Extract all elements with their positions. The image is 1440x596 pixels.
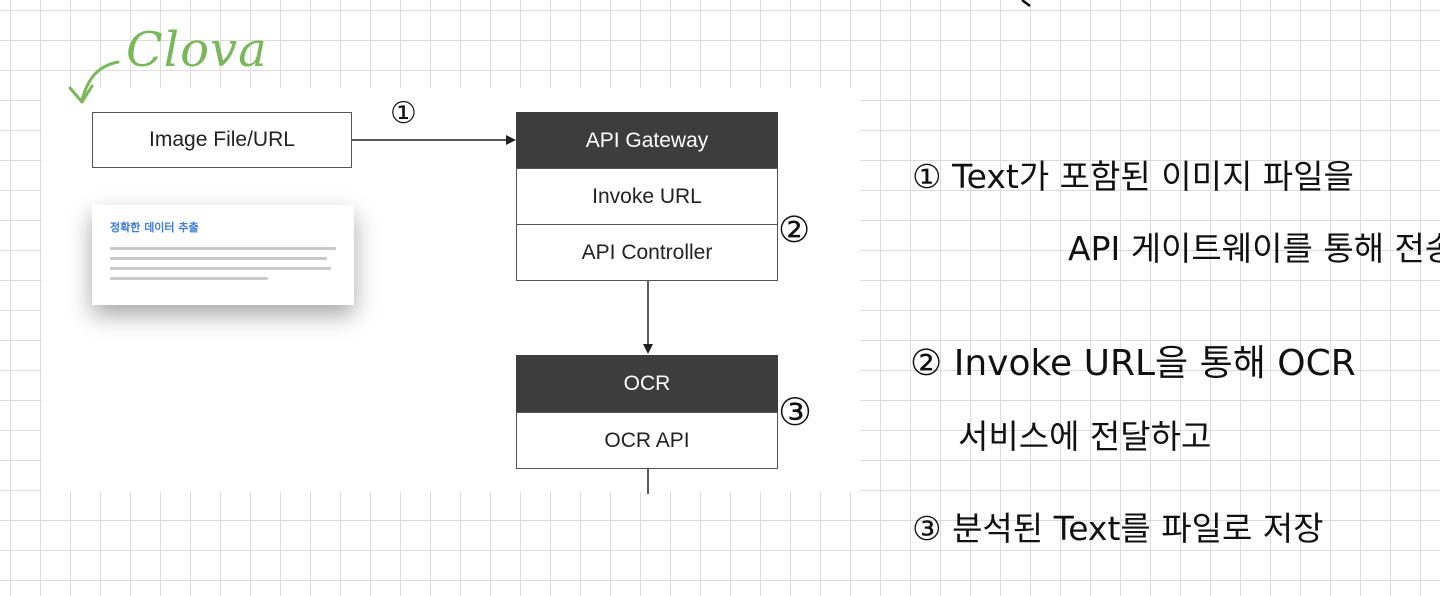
- api-controller-label: API Controller: [581, 240, 713, 264]
- api-controller-box: API Controller: [516, 224, 778, 281]
- note-line-1: ① Text가 포함된 이미지 파일을: [912, 157, 1354, 196]
- note-line-4: 서비스에 전달하고: [958, 417, 1212, 456]
- ocr-info-card: 정확한 데이터 추출: [92, 205, 354, 305]
- image-file-label: Image File/URL: [149, 128, 295, 151]
- api-gateway-box: API Gateway: [516, 112, 778, 169]
- clova-arrow-head: [68, 84, 94, 104]
- step2-marker: ②: [778, 210, 811, 251]
- note-line-2: API 게이트웨이를 통해 전송.: [1068, 229, 1440, 268]
- card-text-line: [110, 267, 332, 270]
- card-text-line: [110, 277, 269, 280]
- ocr-label: OCR: [623, 372, 671, 395]
- arrow-head-ocr: [643, 344, 653, 354]
- ocr-box: OCR: [516, 355, 778, 413]
- clova-arrow: [80, 60, 120, 102]
- invoke-url-box: Invoke URL: [516, 168, 778, 225]
- image-file-box: Image File/URL: [92, 112, 352, 168]
- arrow-head-gateway: [506, 135, 516, 145]
- card-title: 정확한 데이터 추출: [110, 221, 199, 234]
- invoke-url-label: Invoke URL: [592, 184, 702, 208]
- clova-label: Clova: [126, 22, 268, 78]
- note-line-5: ③ 분석된 Text를 파일로 저장: [912, 509, 1324, 548]
- step1-marker: ①: [390, 96, 417, 131]
- api-gateway-label: API Gateway: [585, 128, 709, 152]
- top-mark: [1021, 0, 1031, 7]
- card-text-lines: [110, 247, 336, 280]
- card-text-line: [110, 257, 327, 260]
- ocr-api-box: OCR API: [516, 412, 778, 469]
- note-line-3: ② Invoke URL을 통해 OCR: [910, 343, 1356, 384]
- step3-marker: ③: [778, 390, 813, 434]
- card-text-line: [110, 247, 336, 250]
- ocr-api-label: OCR API: [604, 428, 690, 452]
